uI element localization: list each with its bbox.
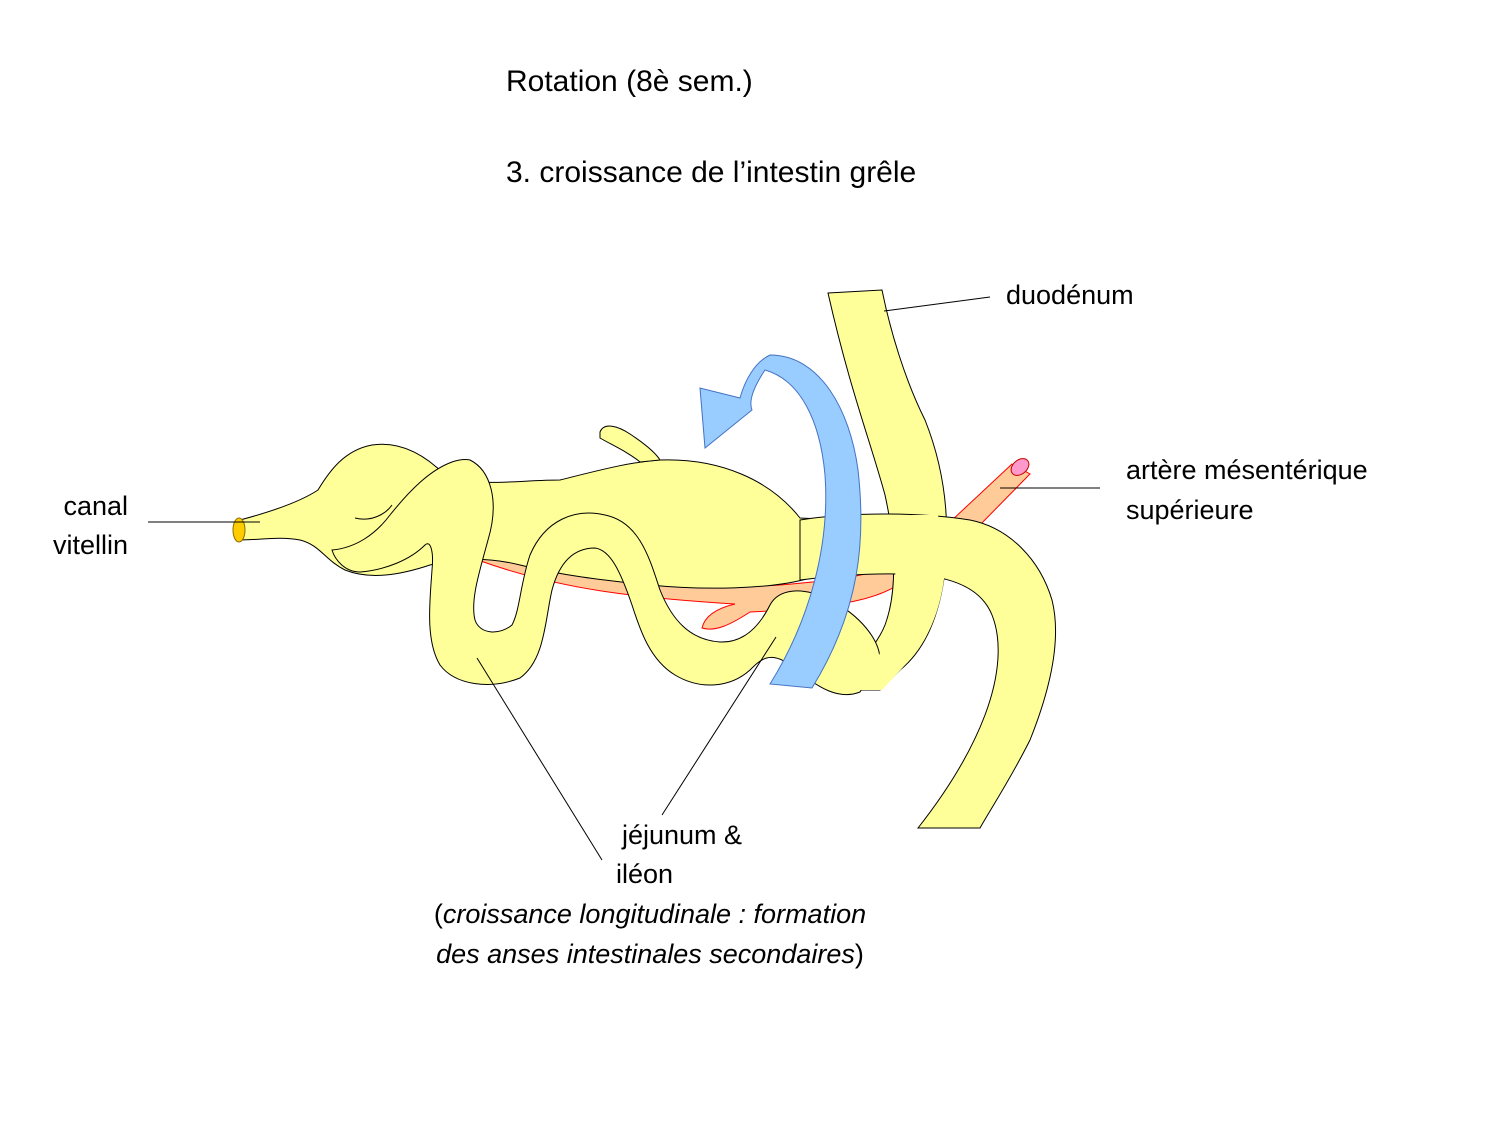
caption-open-paren: (: [433, 899, 443, 929]
label-canal-line1: canal: [63, 491, 128, 521]
slide-title: Rotation (8è sem.): [506, 65, 753, 98]
appendix: [599, 425, 661, 463]
caption-close-paren: ): [854, 939, 864, 969]
caption-line1: (croissance longitudinale : formation: [370, 894, 930, 934]
caption-italic-1: croissance longitudinale : formation: [442, 899, 867, 929]
label-jejunum-line1: jéjunum &: [622, 820, 743, 850]
leader-duodenum: [883, 296, 991, 312]
label-jejunum-line2: iléon: [616, 859, 674, 889]
caption-italic-2: des anses intestinales secondaires: [436, 939, 855, 969]
vitelline-end: [232, 517, 246, 543]
leader-jejunum-1: [476, 657, 603, 861]
caption-line2: des anses intestinales secondaires): [370, 934, 930, 974]
descending-limb: [799, 513, 1057, 829]
slide-subtitle: 3. croissance de l’intestin grêle: [506, 156, 917, 189]
label-artery-line2: supérieure: [1126, 495, 1254, 525]
label-duodenum: duodénum: [1006, 280, 1134, 310]
rotation-arrow: [699, 354, 862, 689]
duodenum-front: [860, 515, 945, 690]
label-canal-line2: vitellin: [52, 530, 128, 560]
leader-jejunum-2: [661, 636, 777, 816]
intestine-loops: [331, 459, 881, 696]
bulb-fold: [354, 504, 393, 520]
label-artery-line1: artère mésentérique: [1126, 455, 1368, 485]
artery-end: [1010, 458, 1030, 476]
